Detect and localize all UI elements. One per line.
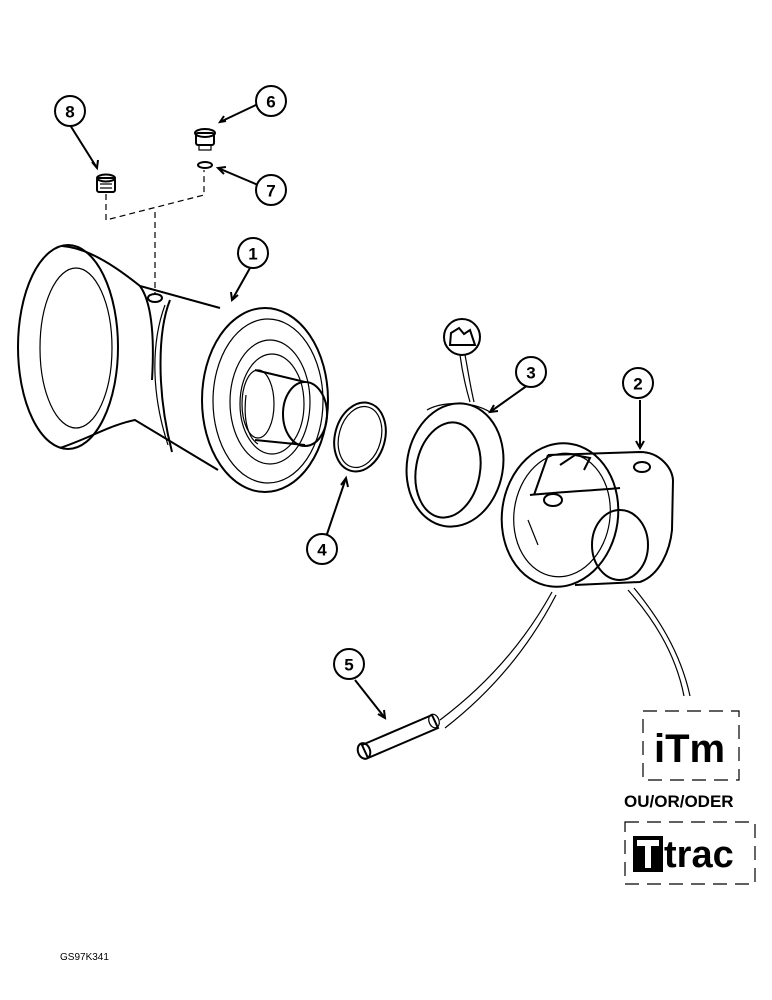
callout-7: 7 [255,174,287,206]
set-screw-part-8 [96,173,116,193]
svg-text:3: 3 [526,364,535,383]
callout-6: 6 [255,85,287,117]
callout-2: 2 [622,367,654,399]
svg-text:4: 4 [317,541,327,560]
callout-3: 3 [515,356,547,388]
o-ring-part-4 [333,401,387,473]
callout-5: 5 [333,648,365,680]
svg-text:1: 1 [248,245,257,264]
svg-text:6: 6 [266,93,275,112]
seal-ring-part-3 [405,402,505,528]
svg-text:7: 7 [266,182,275,201]
roll-pin-part-5 [356,713,440,760]
svg-text:8: 8 [65,103,74,122]
callout-8: 8 [54,95,86,127]
end-cap-part-2 [500,442,675,588]
svg-text:iTm: iTm [654,727,725,771]
svg-text:5: 5 [344,656,353,675]
callout-leaders [69,103,645,720]
trac-logo: trac [624,821,756,885]
svg-text:2: 2 [633,375,642,394]
seal-note-icon [443,318,481,403]
logo-separator-text: OU/OR/ODER [624,792,734,811]
itm-logo: iTm [642,710,740,781]
roller-body-part-1 [17,244,329,493]
logo-leader [627,587,691,697]
drawing-code: GS97K341 [60,952,109,963]
plug-part-6 [194,128,216,151]
svg-text:trac: trac [664,834,734,876]
assembly-guide-lines [105,170,205,294]
pin-location-leader [439,591,557,729]
callout-4: 4 [306,533,338,565]
washer-part-7 [197,161,213,169]
callout-1: 1 [237,237,269,269]
